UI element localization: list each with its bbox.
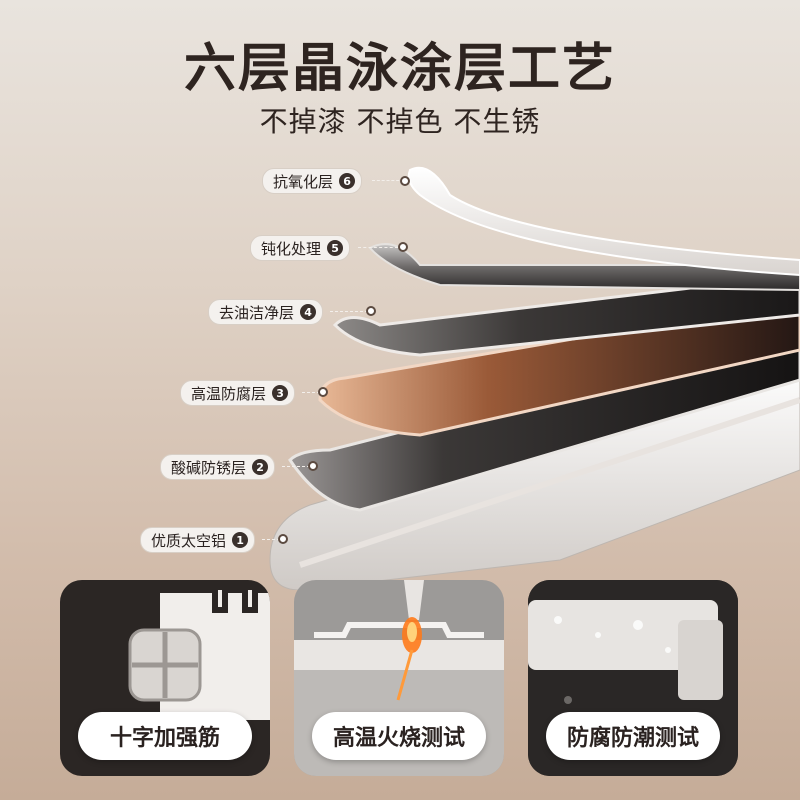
leader-line xyxy=(372,180,404,181)
leader-line xyxy=(358,247,398,248)
layer-6-antioxidation xyxy=(407,166,800,277)
layer-label-1: 优质太空铝 1 xyxy=(140,527,256,553)
layer-label-text: 去油洁净层 xyxy=(219,303,295,322)
subline: 不掉漆 不掉色 不生锈 xyxy=(259,105,541,138)
coating-layers-illustration xyxy=(269,166,800,590)
leader-line xyxy=(282,466,310,467)
layer-number-badge: 3 xyxy=(272,385,289,401)
cross-section-profile-icon xyxy=(128,587,270,720)
layer-label-6: 抗氧化层 6 xyxy=(262,168,363,194)
layer-5-passivation xyxy=(368,243,800,292)
layer-label-text: 钝化处理 xyxy=(261,239,322,258)
pin-marker xyxy=(366,306,376,316)
layer-number-badge: 2 xyxy=(252,459,269,475)
pin-marker xyxy=(278,534,288,544)
layer-number-badge: 4 xyxy=(300,304,317,320)
layer-number-badge: 6 xyxy=(339,173,356,189)
pin-marker xyxy=(400,176,410,186)
layer-label-text: 优质太空铝 xyxy=(151,531,227,550)
headline: 六层晶泳涂层工艺 xyxy=(183,39,616,99)
layer-4-degrease xyxy=(332,273,800,357)
feature-card-reinforcement: 十字加强筋 xyxy=(60,580,270,776)
pin-marker xyxy=(398,242,408,252)
feature-card-moisture-test: 防腐防潮测试 xyxy=(528,580,738,776)
feature-label: 高温火烧测试 xyxy=(312,712,486,760)
layer-label-5: 钝化处理 5 xyxy=(250,235,351,261)
layer-label-text: 高温防腐层 xyxy=(191,384,267,403)
layer-number-badge: 5 xyxy=(327,240,344,256)
layer-label-text: 抗氧化层 xyxy=(273,172,334,191)
layer-label-4: 去油洁净层 4 xyxy=(208,299,324,325)
layer-3-anticorrosion xyxy=(318,298,800,437)
pin-marker xyxy=(318,387,328,397)
feature-card-fire-test: 高温火烧测试 xyxy=(294,580,504,776)
feature-label: 十字加强筋 xyxy=(78,712,252,760)
leader-line xyxy=(302,392,320,393)
layer-label-text: 酸碱防锈层 xyxy=(171,458,247,477)
leader-line xyxy=(262,539,280,540)
layer-label-3: 高温防腐层 3 xyxy=(180,380,296,406)
layer-label-2: 酸碱防锈层 2 xyxy=(160,454,276,480)
layer-number-badge: 1 xyxy=(232,532,249,548)
feature-label: 防腐防潮测试 xyxy=(546,712,720,760)
leader-line xyxy=(330,311,368,312)
pin-marker xyxy=(308,461,318,471)
